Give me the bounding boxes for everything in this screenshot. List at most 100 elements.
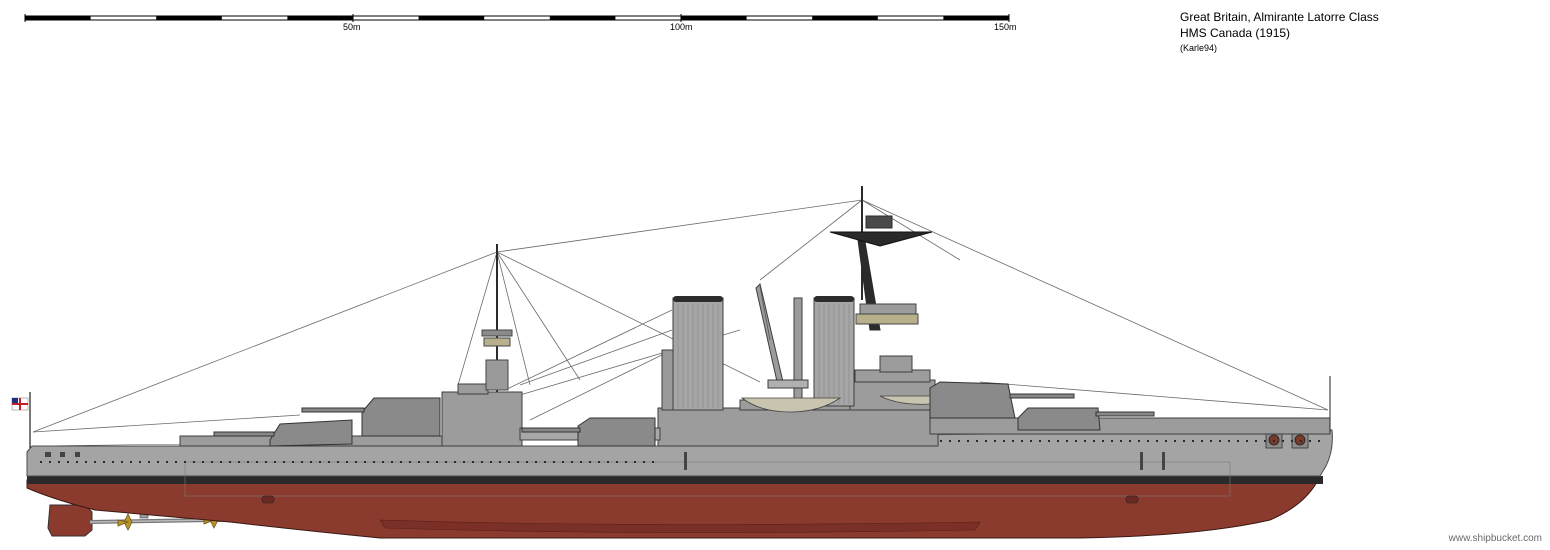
porthole <box>58 461 60 463</box>
porthole <box>148 461 150 463</box>
porthole <box>211 461 213 463</box>
porthole <box>625 461 627 463</box>
drawing-title-class: Great Britain, Almirante Latorre Class <box>1180 10 1379 24</box>
porthole <box>1030 440 1032 442</box>
porthole <box>1282 440 1284 442</box>
boats <box>740 395 936 413</box>
porthole <box>535 461 537 463</box>
drawing-title-ship: HMS Canada (1915) <box>1180 26 1291 40</box>
porthole <box>598 461 600 463</box>
porthole <box>994 440 996 442</box>
scale-label-100m: 100m <box>670 22 693 32</box>
porthole <box>301 461 303 463</box>
porthole <box>1192 440 1194 442</box>
scale-label-50m: 50m <box>343 22 361 32</box>
porthole <box>454 461 456 463</box>
porthole <box>121 461 123 463</box>
porthole <box>526 461 528 463</box>
boat-crane <box>755 283 809 407</box>
porthole <box>40 461 42 463</box>
masts <box>481 186 933 392</box>
porthole <box>571 461 573 463</box>
turrets <box>213 381 1155 447</box>
porthole <box>1147 440 1149 442</box>
scale-segment <box>156 16 222 20</box>
porthole <box>220 461 222 463</box>
porthole <box>1075 440 1077 442</box>
porthole <box>238 461 240 463</box>
porthole <box>418 461 420 463</box>
porthole <box>1309 440 1311 442</box>
porthole <box>346 461 348 463</box>
porthole <box>940 440 942 442</box>
porthole <box>553 461 555 463</box>
porthole <box>1138 440 1140 442</box>
porthole <box>1093 440 1095 442</box>
porthole <box>166 461 168 463</box>
porthole <box>427 461 429 463</box>
porthole <box>1183 440 1185 442</box>
porthole <box>508 461 510 463</box>
porthole <box>409 461 411 463</box>
porthole <box>1066 440 1068 442</box>
ensign-flag-icon <box>11 392 31 448</box>
porthole <box>175 461 177 463</box>
porthole <box>76 461 78 463</box>
porthole <box>328 461 330 463</box>
scale-segment <box>549 16 616 20</box>
porthole <box>184 461 186 463</box>
porthole <box>1165 440 1167 442</box>
porthole <box>985 440 987 442</box>
scale-segment <box>418 16 485 20</box>
porthole <box>1201 440 1203 442</box>
porthole <box>1003 440 1005 442</box>
porthole <box>1291 440 1293 442</box>
porthole <box>1219 440 1221 442</box>
porthole <box>157 461 159 463</box>
porthole <box>1174 440 1176 442</box>
porthole <box>247 461 249 463</box>
porthole <box>1084 440 1086 442</box>
porthole <box>355 461 357 463</box>
porthole <box>337 461 339 463</box>
drawing-author: (Karle94) <box>1180 43 1218 53</box>
porthole <box>634 461 636 463</box>
porthole <box>1111 440 1113 442</box>
porthole <box>544 461 546 463</box>
porthole <box>1129 440 1131 442</box>
porthole <box>607 461 609 463</box>
porthole <box>976 440 978 442</box>
porthole <box>1273 440 1275 442</box>
porthole <box>49 461 51 463</box>
scale-segment <box>681 16 747 20</box>
porthole <box>256 461 258 463</box>
scale-segment <box>943 16 1009 20</box>
porthole <box>139 461 141 463</box>
porthole <box>364 461 366 463</box>
porthole <box>103 461 105 463</box>
porthole <box>1012 440 1014 442</box>
porthole <box>400 461 402 463</box>
scale-label-150m: 150m <box>994 22 1017 32</box>
porthole <box>319 461 321 463</box>
porthole <box>1255 440 1257 442</box>
porthole <box>472 461 474 463</box>
porthole <box>1156 440 1158 442</box>
porthole <box>1237 440 1239 442</box>
porthole <box>1300 440 1302 442</box>
porthole <box>85 461 87 463</box>
scale-segment <box>287 16 353 20</box>
scale-bar <box>24 14 1010 22</box>
porthole <box>202 461 204 463</box>
porthole <box>382 461 384 463</box>
porthole <box>499 461 501 463</box>
porthole <box>1021 440 1023 442</box>
porthole <box>1057 440 1059 442</box>
porthole <box>310 461 312 463</box>
porthole <box>580 461 582 463</box>
porthole <box>193 461 195 463</box>
watermark: www.shipbucket.com <box>1448 533 1542 544</box>
porthole <box>265 461 267 463</box>
porthole <box>391 461 393 463</box>
